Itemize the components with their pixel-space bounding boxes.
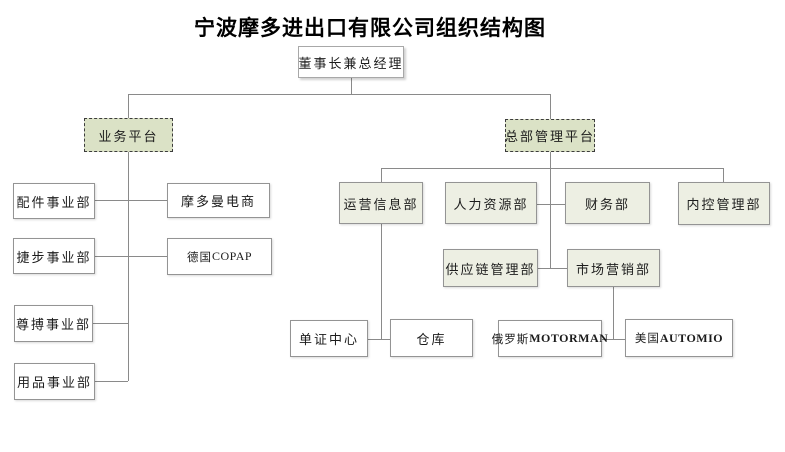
connector-operations-down [381,224,382,339]
connector-marketing-down [613,287,614,339]
node-supplies-division: 用品事业部 [14,363,95,400]
node-hq-platform-label: 总部管理平台 [505,129,596,144]
node-zunbo-division-label: 尊搏事业部 [15,317,91,332]
chart-title: 宁波摩多进出口有限公司组织结构图 [194,17,546,40]
node-chairman-label: 董事长兼总经理 [298,55,404,71]
node-chairman: 董事长兼总经理 [298,46,404,78]
connector-parts-ecommerce [95,200,167,201]
node-warehouse: 仓库 [390,319,473,357]
node-motorman-ecommerce-label: 摩多曼电商 [180,194,256,209]
connector-business-trunk [128,152,129,381]
node-supplies-division-label: 用品事业部 [16,375,92,390]
node-marketing-dept-label: 市场营销部 [575,261,651,277]
connector-drop-business [128,94,129,118]
node-zunbo-division: 尊搏事业部 [14,305,93,342]
connector-hq-row-bar [381,168,723,169]
connector-drop-internal-control [723,168,724,182]
connector-supplies-trunk [95,381,128,382]
node-supply-chain-dept-label: 供应链管理部 [445,261,536,277]
node-internal-control-dept-label: 内控管理部 [686,197,762,212]
node-usa-automio-label-en: AUTOMIO [659,330,724,345]
connector-doccenter-warehouse [368,339,390,340]
node-business-platform: 业务平台 [84,118,173,152]
node-supply-chain-dept: 供应链管理部 [443,249,538,287]
connector-motorman-automio [602,339,625,340]
connector-drop-operations [381,168,382,182]
node-germany-copap-label-en: COPAP [211,249,253,263]
node-finance-dept: 财务部 [565,182,650,224]
connector-hq-trunk [550,152,551,268]
connector-zunbo-trunk [93,323,128,324]
node-business-platform-label: 业务平台 [98,128,159,144]
node-jiebu-division-label: 捷步事业部 [16,249,92,265]
node-usa-automio-label-zh: 美国 [634,333,660,345]
node-hq-platform: 总部管理平台 [505,119,595,152]
connector-supplychain-marketing [538,268,567,269]
node-russia-motorman-label-zh: 俄罗斯 [491,333,530,346]
node-motorman-ecommerce: 摩多曼电商 [167,183,270,218]
node-internal-control-dept: 内控管理部 [678,182,770,225]
node-jiebu-division: 捷步事业部 [13,238,95,274]
node-hr-dept-label: 人力资源部 [453,196,529,212]
node-doc-center-label: 单证中心 [298,332,359,347]
node-operations-info-dept-label: 运营信息部 [343,196,419,212]
node-parts-division: 配件事业部 [13,183,95,219]
node-operations-info-dept: 运营信息部 [339,182,423,224]
connector-drop-hq [550,94,551,119]
connector-hr-finance [537,204,565,205]
node-parts-division-label: 配件事业部 [16,194,92,210]
connector-chairman-down [351,78,352,94]
connector-top-bar [128,94,551,95]
node-russia-motorman-label-en: MOTORMAN [529,331,609,345]
connector-jiebu-copap [95,256,167,257]
node-marketing-dept: 市场营销部 [567,249,660,287]
node-warehouse-label: 仓库 [416,331,447,347]
node-hr-dept: 人力资源部 [445,182,537,224]
node-germany-copap-label-zh: 德国 [186,251,212,264]
node-doc-center: 单证中心 [290,320,368,357]
node-finance-dept-label: 财务部 [584,196,630,212]
